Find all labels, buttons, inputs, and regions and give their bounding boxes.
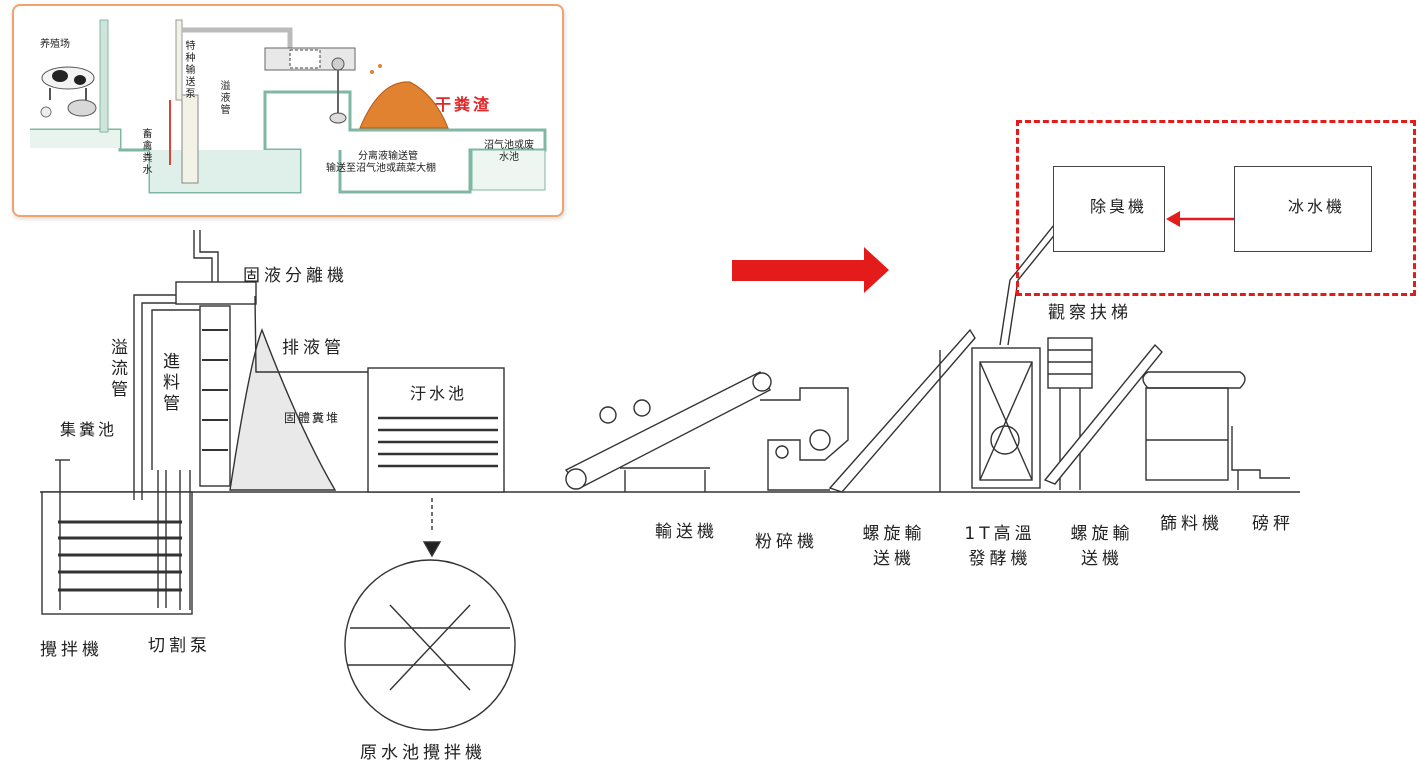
inset-separated-liquid-label: 分离液输送管 [358, 151, 418, 162]
pool-mixer-label: 原水池攪拌機 [360, 743, 486, 763]
inset-special-pump-label: 特种输送泵 [183, 40, 194, 100]
ladder-label: 觀察扶梯 [1048, 303, 1132, 323]
flow-arrow-icon [732, 247, 889, 293]
deodorizer-box [1053, 166, 1165, 252]
chiller-box [1234, 166, 1372, 252]
feed-pipe-label: 進料管 [159, 352, 179, 415]
inset-farm-label: 养殖场 [40, 39, 70, 50]
sifter-label: 篩料機 [1160, 514, 1223, 534]
inset-to-biogas-label: 输送至沼气池或蔬菜大棚 [326, 163, 436, 174]
deodorizer-label: 除臭機 [1090, 197, 1148, 216]
mixer-label: 攪拌機 [40, 640, 103, 660]
crusher-label: 粉碎機 [755, 532, 818, 552]
drain-pipe-label: 排液管 [282, 338, 345, 358]
inset-overflow-pipe-label: 溢液管 [218, 80, 229, 116]
screw-conveyor-2-label: 螺旋輸送機 [1070, 524, 1134, 569]
inset-manure-water-label: 畜禽粪水 [140, 128, 151, 176]
inset-dry-residue-label: 干粪渣 [435, 95, 493, 114]
screw-conveyor-1-label: 螺旋輸送機 [862, 524, 926, 569]
inset-biogas-pool-label: 沼气池或废水池 [484, 140, 534, 163]
chiller-label: 冰水機 [1288, 197, 1346, 216]
solid-pile-label: 固體糞堆 [284, 411, 341, 425]
sewage-pool-label: 汙水池 [410, 384, 468, 403]
deodorizer-chiller-highlight [1016, 120, 1416, 296]
separator-label: 固液分離機 [243, 266, 348, 286]
overflow-pipe-label: 溢流管 [107, 338, 127, 401]
cutting-pump-label: 切割泵 [148, 636, 211, 656]
conveyor-label: 輸送機 [655, 522, 718, 542]
collection-pool-label: 集糞池 [60, 420, 118, 439]
scale-label: 磅秤 [1252, 514, 1294, 534]
fermenter-label: 1T高溫發酵機 [964, 524, 1036, 569]
